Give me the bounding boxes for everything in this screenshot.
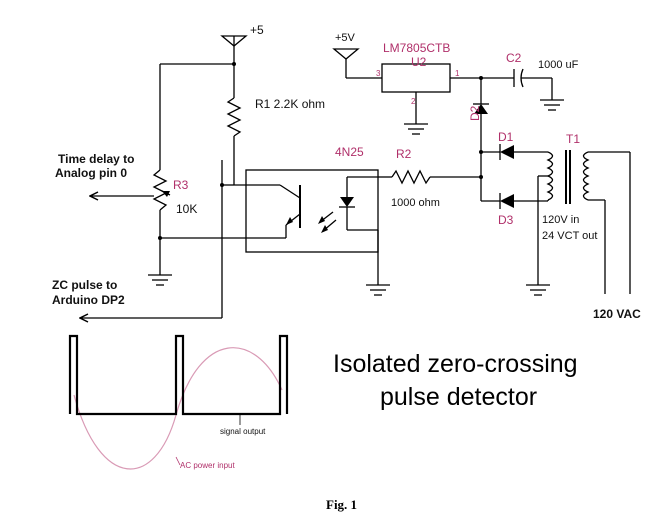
r3-ref-label: R3 — [173, 178, 189, 192]
t1-label: T1 — [566, 132, 580, 146]
vcc-symbol-left — [220, 35, 248, 64]
zc-pulse-label-2: Arduino DP2 — [52, 293, 125, 307]
waveform-diagram — [68, 334, 289, 470]
xfmr-label-2: 24 VCT out — [542, 230, 597, 242]
rectifier-node — [479, 150, 500, 202]
signal-output-label: signal output — [220, 427, 266, 436]
optocoupler-4n25 — [160, 169, 379, 253]
regulator-name-label: LM7805CTB — [383, 41, 450, 55]
r1-label: R1 2.2K ohm — [255, 97, 325, 111]
diode-d2 — [473, 78, 489, 152]
ground-r3 — [148, 274, 172, 286]
ac-sine-wave — [73, 347, 283, 470]
diode-d1 — [499, 144, 548, 160]
transformer-t1 — [526, 150, 631, 296]
zc-output-wire — [80, 160, 234, 318]
ground-opto — [366, 230, 390, 296]
diode-d3 — [499, 193, 548, 209]
title-line-2: pulse detector — [380, 383, 537, 411]
d2-label: D2 — [468, 105, 482, 121]
capacitor-c2 — [513, 68, 564, 111]
time-delay-label-2: Analog pin 0 — [55, 166, 127, 180]
regulator-lm7805 — [381, 63, 514, 135]
r3-value-label: 10K — [176, 202, 197, 216]
vcc-left-label: +5 — [250, 23, 264, 37]
time-delay-label-1: Time delay to — [58, 152, 134, 166]
r2-ref-label: R2 — [396, 147, 412, 161]
resistor-r1 — [226, 97, 242, 185]
r2-value-label: 1000 ohm — [391, 197, 440, 209]
pulse-signal-trace — [68, 334, 289, 416]
vcc-symbol-right — [332, 48, 382, 79]
regulator-ref-label: U2 — [411, 55, 427, 69]
vcc-wire-left — [160, 62, 236, 98]
xfmr-label-1: 120V in — [542, 214, 579, 226]
zc-pulse-label-1: ZC pulse to — [52, 278, 117, 292]
d3-label: D3 — [498, 213, 514, 227]
regulator-pin-gnd: 2 — [411, 97, 416, 106]
c2-ref-label: C2 — [506, 51, 522, 65]
resistor-r2 — [378, 169, 481, 185]
vcc-right-label: +5V — [335, 32, 356, 44]
ac-power-input-label: AC power input — [180, 461, 235, 470]
title-line-1: Isolated zero-crossing — [333, 350, 578, 378]
optocoupler-label: 4N25 — [335, 145, 364, 159]
figure-caption: Fig. 1 — [326, 497, 357, 512]
potentiometer-r3 — [152, 64, 171, 275]
ac-input-label: 120 VAC — [593, 307, 641, 321]
regulator-pin-out: 1 — [455, 69, 460, 78]
d1-label: D1 — [498, 130, 514, 144]
c2-value-label: 1000 uF — [538, 59, 579, 71]
regulator-pin-in: 3 — [376, 69, 381, 78]
